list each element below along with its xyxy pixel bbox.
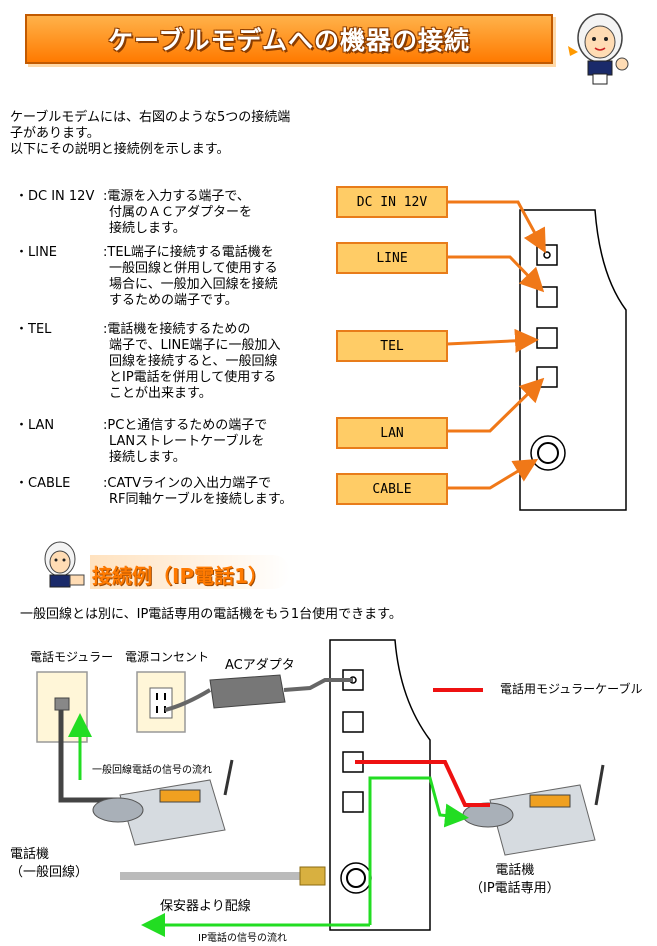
modem-diagram	[446, 200, 627, 511]
terminal-name: ・TEL	[15, 322, 52, 337]
terminal-desc: :TEL端子に接続する電話機を 一般回線と併用して使用する 場合に、一般加入回線…	[103, 245, 278, 309]
label-line: 電話機	[495, 863, 535, 878]
desc-line: とIP電話を併用して使用する	[109, 370, 277, 385]
label-dc-in: DC IN 12V	[336, 186, 448, 218]
desc-line: するための端子です。	[109, 293, 238, 308]
desc-line: 接続します。	[109, 450, 186, 465]
label-lan: LAN	[336, 417, 448, 449]
adapter-label: ACアダプタ	[225, 658, 295, 673]
page-title: ケーブルモデムへの機器の接続	[107, 26, 470, 55]
label-line: LINE	[336, 242, 448, 274]
desc-line: :TEL端子に接続する電話機を	[103, 245, 274, 260]
section-band	[90, 555, 290, 589]
desc-line: RF同軸ケーブルを接続します。	[109, 492, 293, 507]
desc-line: LANストレートケーブルを	[109, 434, 265, 449]
terminal-name: ・LAN	[15, 418, 55, 433]
section-title: 接続例（IP電話1）	[92, 564, 269, 588]
modem-body	[519, 209, 627, 511]
section-description: 一般回線とは別に、IP電話専用の電話機をもう1台使用できます。	[20, 607, 402, 622]
label-line: 電話機	[10, 847, 50, 862]
legend-label: 電話用モジュラーケーブル	[500, 682, 643, 696]
terminal-name: ・DC IN 12V	[15, 189, 95, 204]
desc-line: 一般回線と併用して使用する	[109, 261, 278, 276]
phone-general-icon	[92, 759, 234, 846]
desc-line: ことが出来ます。	[109, 386, 212, 401]
terminal-name: ・LINE	[15, 245, 58, 260]
mascot-small-icon	[44, 541, 85, 588]
outlet-label: 電源コンセント	[125, 650, 210, 664]
label-line: （一般回線）	[10, 865, 89, 880]
terminal-desc: :電源を入力する端子で、 付属のＡＣアダプターを 接続します。	[103, 189, 252, 237]
phone-general-label: 電話機 （一般回線）	[10, 846, 88, 882]
phone-ip-label: 電話機 （IP電話専用）	[470, 862, 560, 898]
desc-line: 回線を接続すると、一般回線	[109, 354, 278, 369]
intro-line: 子があります。	[10, 126, 100, 141]
desc-line: 場合に、一般加入回線を接続	[109, 277, 278, 292]
tel-port	[536, 327, 558, 349]
intro-line: ケーブルモデムには、右図のような5つの接続端	[10, 110, 291, 125]
terminal-desc: :電話機を接続するための 端子で、LINE端子に一般加入 回線を接続すると、一般…	[103, 322, 281, 402]
modular-label: 電話モジュラー	[30, 650, 114, 664]
phone-ip-icon	[462, 764, 605, 856]
terminal-desc: :PCと通信するための端子で LANストレートケーブルを 接続します。	[103, 418, 267, 466]
connection-diagram	[36, 639, 605, 937]
desc-line: :PCと通信するための端子で	[103, 418, 268, 433]
desc-line: :電話機を接続するための	[103, 322, 251, 337]
protector-label: 保安器より配線	[160, 899, 251, 914]
desc-line: :電源を入力する端子で、	[103, 189, 250, 204]
mascot-icon	[568, 13, 629, 85]
desc-line: :CATVラインの入出力端子で	[103, 476, 272, 491]
label-cable: CABLE	[336, 473, 448, 505]
intro-text: ケーブルモデムには、右図のような5つの接続端 子があります。 以下にその説明と接…	[10, 110, 290, 158]
normal-flow-label: 一般回線電話の信号の流れ	[92, 765, 212, 776]
label-line: （IP電話専用）	[470, 881, 560, 896]
desc-line: 付属のＡＣアダプターを	[109, 205, 253, 220]
ip-flow-label: IP電話の信号の流れ	[198, 933, 287, 944]
terminal-name: ・CABLE	[15, 476, 71, 491]
title-banner: ケーブルモデムへの機器の接続	[25, 14, 553, 64]
line-port	[536, 286, 558, 308]
terminal-desc: :CATVラインの入出力端子で RF同軸ケーブルを接続します。	[103, 476, 292, 508]
label-tel: TEL	[336, 330, 448, 362]
intro-line: 以下にその説明と接続例を示します。	[10, 142, 230, 157]
desc-line: 端子で、LINE端子に一般加入	[109, 338, 281, 353]
desc-line: 接続します。	[109, 221, 186, 236]
